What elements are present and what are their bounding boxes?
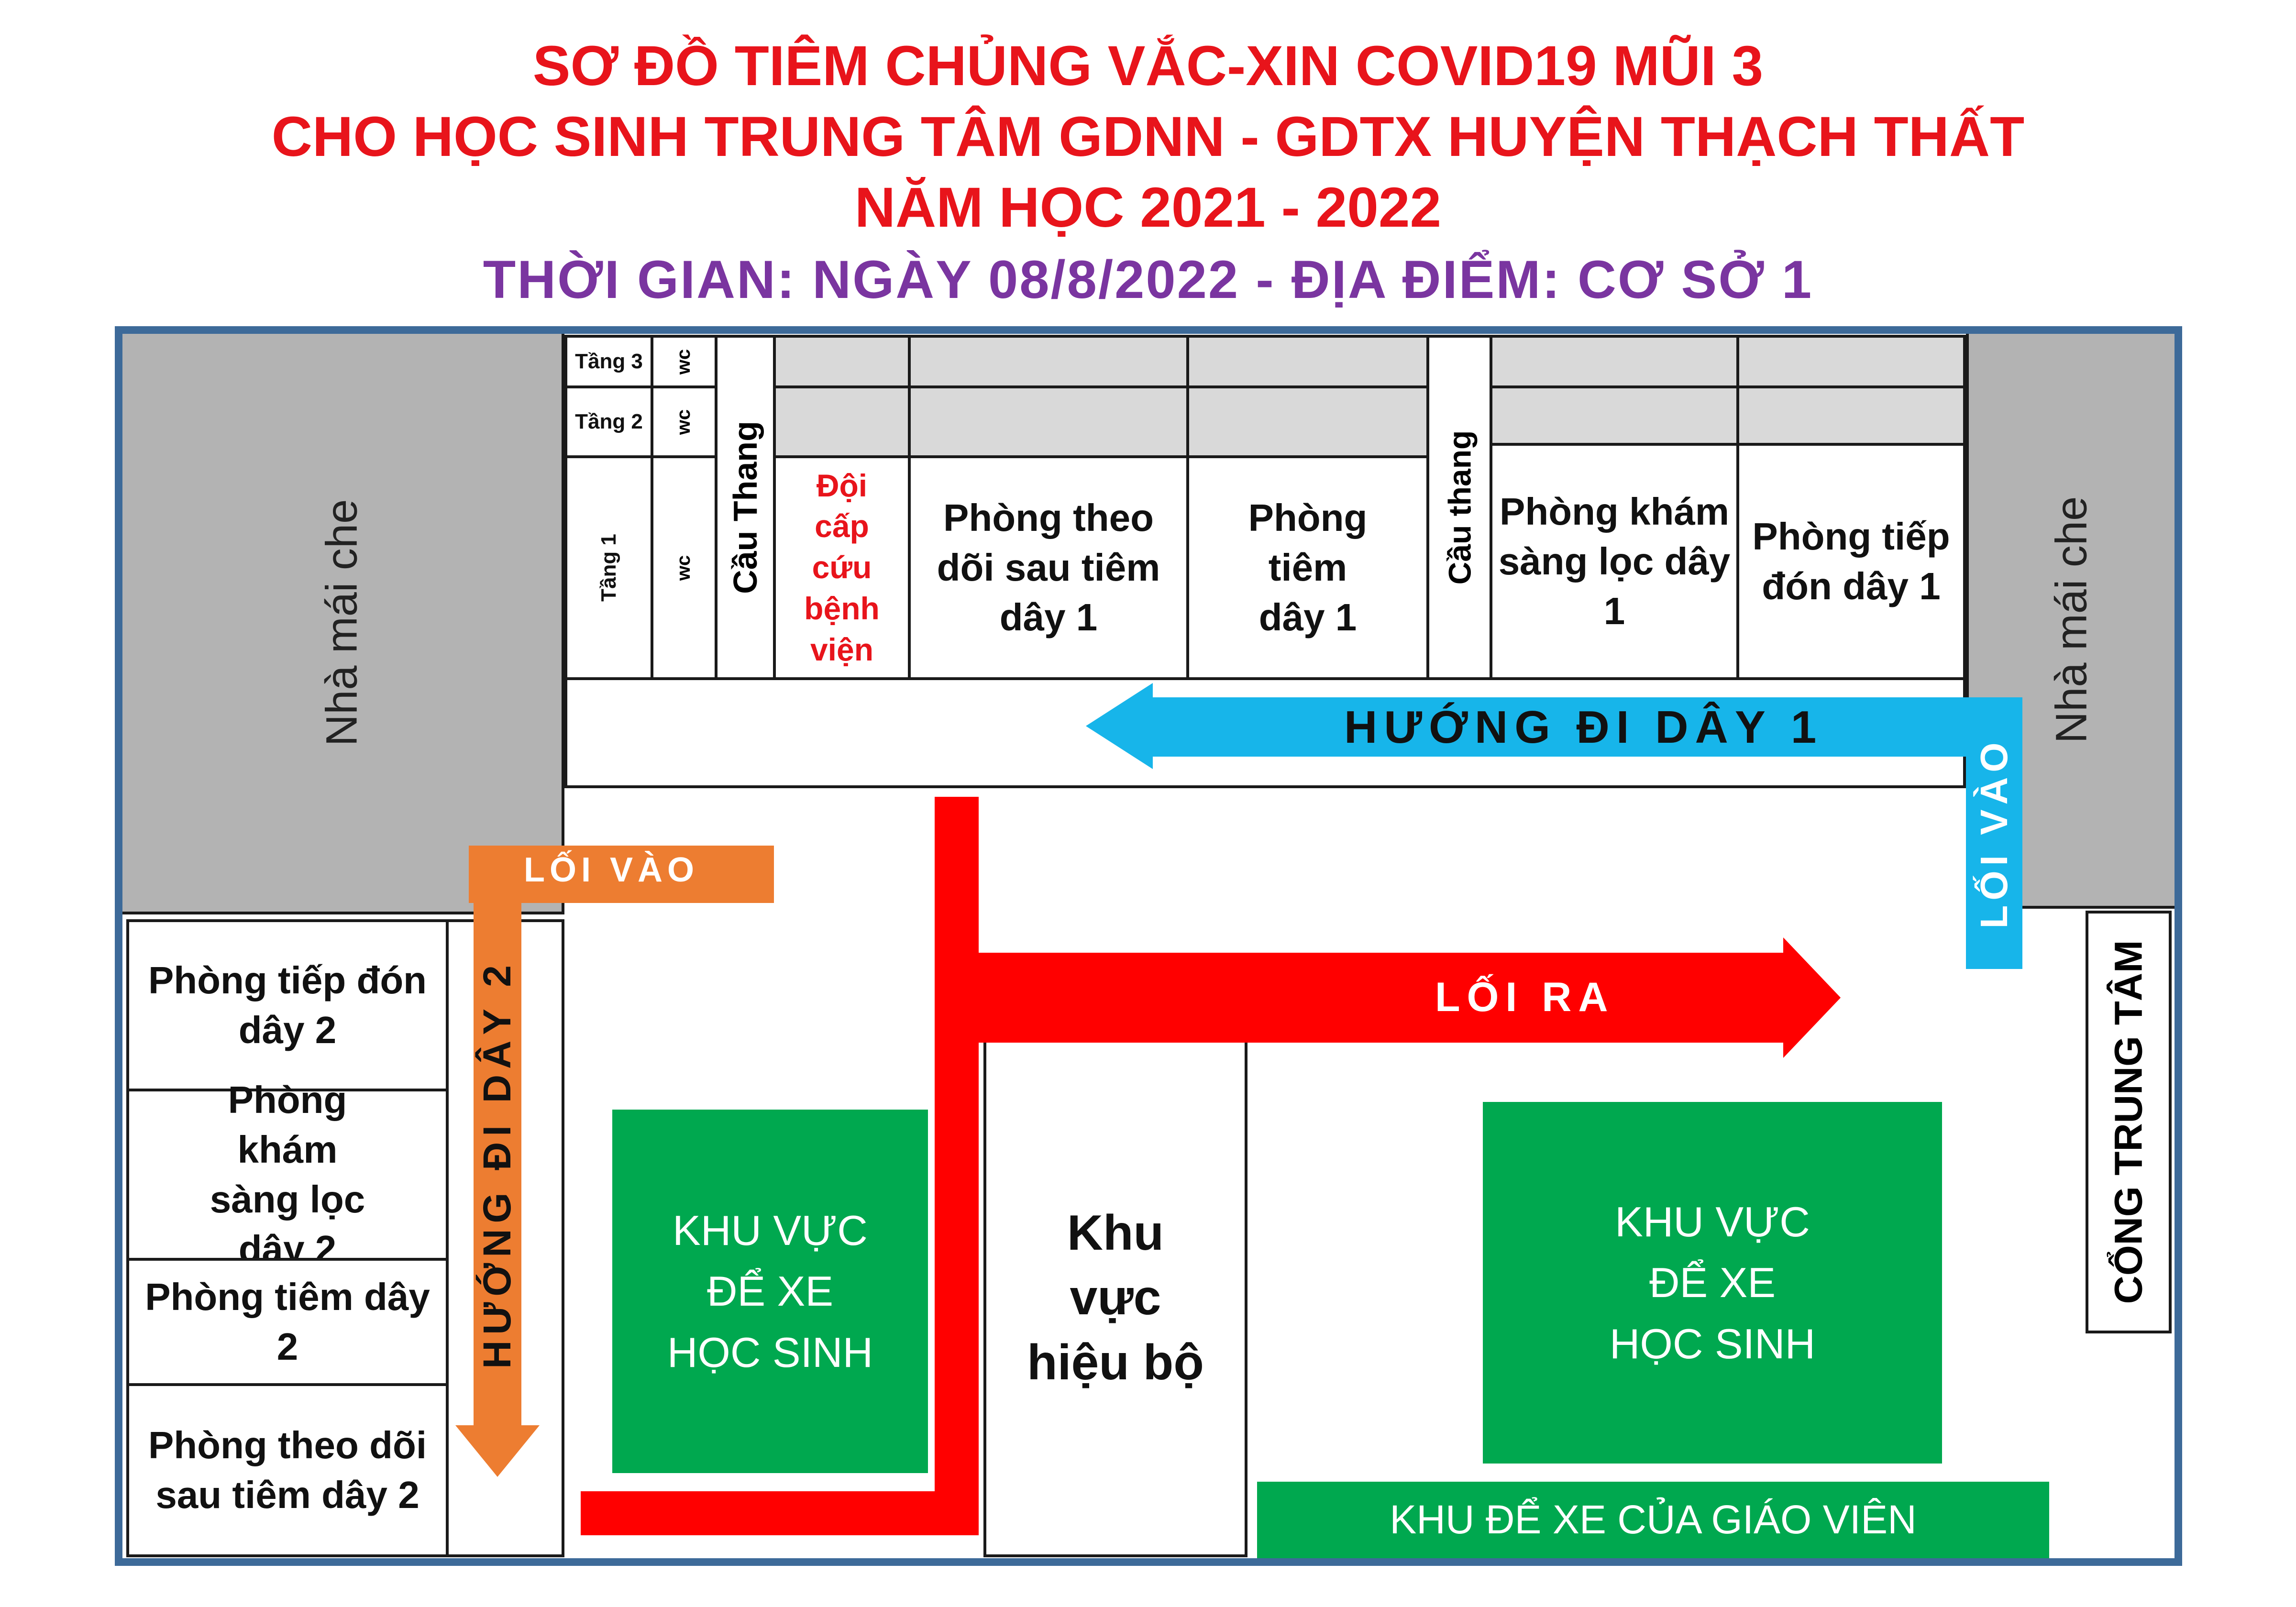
parking-teachers: KHU ĐỂ XE CỦA GIÁO VIÊN: [1257, 1482, 2049, 1558]
floor-1-label: Tầng 1: [564, 455, 653, 680]
upper-room: [773, 335, 911, 388]
upper-room: [1736, 385, 1966, 446]
route-1-label: HƯỚNG ĐI DÂY 1: [1344, 702, 1823, 753]
title-line-4: THỜI GIAN: NGÀY 08/8/2022 - ĐỊA ĐIỂM: CƠ…: [483, 250, 1813, 309]
route-2-label-box: HƯỚNG ĐI DÂY 2: [469, 903, 526, 1425]
entrance-right: LỐI VÀO: [1973, 737, 2015, 929]
title-line-2: CHO HỌC SINH TRUNG TÂM GDNN - GDTX HUYỆN…: [271, 105, 2025, 168]
parking-students-right: KHU VỰC ĐỂ XE HỌC SINH: [1483, 1102, 1942, 1464]
floor-2-label: Tầng 2: [564, 385, 653, 458]
room-emergency: Đội cấp cứu bệnh viện: [773, 455, 911, 680]
red-exit-arrow: [581, 797, 1841, 1535]
room-monitor-line-2: Phòng theo dõi sau tiêm dây 2: [126, 1383, 449, 1557]
title-line-1: SƠ ĐỒ TIÊM CHỦNG VẮC-XIN COVID19 MŨI 3: [532, 34, 1764, 98]
shelter-left: Nhà mái che: [122, 334, 564, 914]
room-inject-line-2: Phòng tiêm dây 2: [126, 1258, 449, 1386]
orange-route-arrow: [455, 846, 540, 1477]
title-line-3: NĂM HỌC 2021 - 2022: [854, 176, 1442, 239]
room-reception-line-1: Phòng tiếp đón dây 1: [1736, 443, 1966, 680]
room-screening-line-1: Phòng khám sàng lọc dây 1: [1490, 443, 1739, 680]
room-monitor-line-1: Phòng theo dõi sau tiêm dây 1: [908, 455, 1189, 680]
exit-label: LỐI RA: [1435, 974, 1615, 1020]
entrance-left: LỐI VÀO: [524, 851, 699, 889]
blue-route-arrow: [1086, 683, 2022, 769]
room-inject-line-1: Phòng tiêm dây 1: [1186, 455, 1429, 680]
route-2-label: HƯỚNG ĐI DÂY 2: [475, 959, 519, 1369]
parking-students-left: KHU VỰC ĐỂ XE HỌC SINH: [612, 1110, 928, 1473]
admin-area: Khu vực hiệu bộ: [983, 1039, 1247, 1557]
main-gate: CỔNG TRUNG TÂM: [2086, 911, 2172, 1333]
